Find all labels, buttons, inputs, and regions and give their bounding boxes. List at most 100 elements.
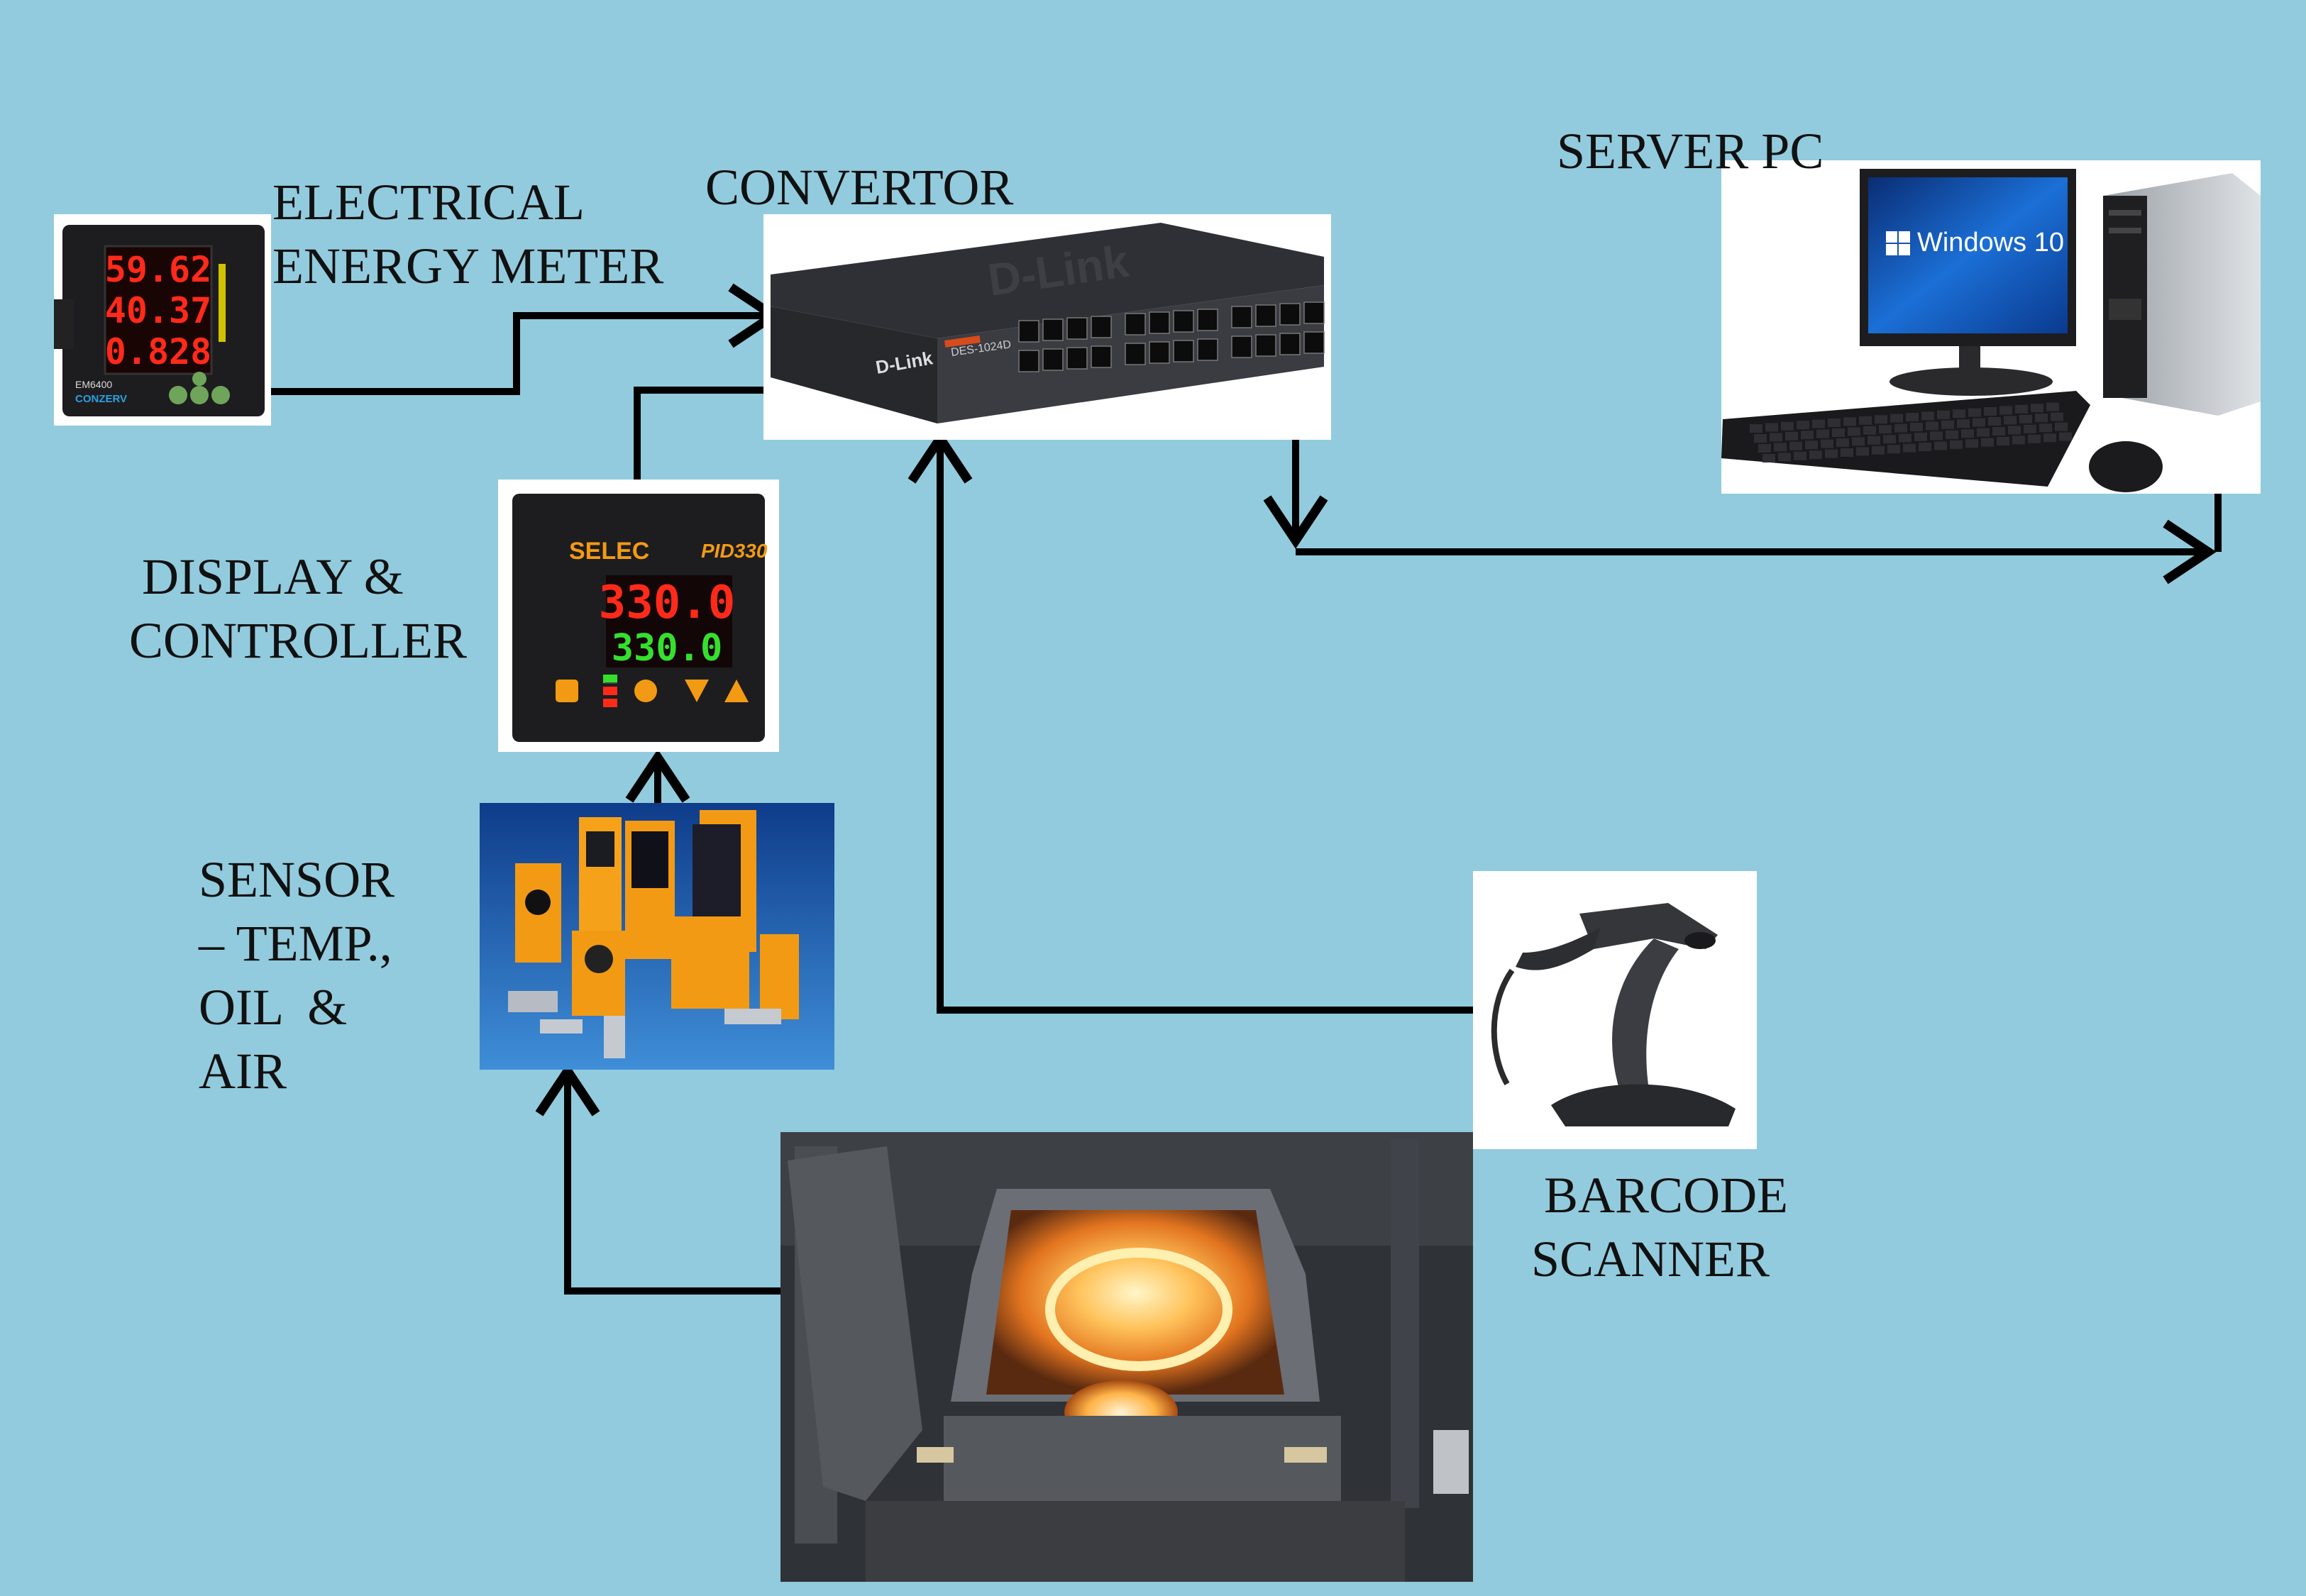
controller-model: PID330 <box>701 540 768 562</box>
label-barcode-scanner-line1: BARCODE <box>1544 1167 1789 1224</box>
switch-port <box>1125 343 1146 365</box>
switch-port <box>1018 350 1039 372</box>
label-barcode-scanner-line2: SCANNER <box>1531 1231 1770 1287</box>
label-sensor-line1: SENSOR <box>199 851 395 908</box>
keyboard-key <box>1836 438 1849 447</box>
label-display-controller-line2: CONTROLLER <box>129 612 467 669</box>
keyboard-key <box>1919 443 1931 451</box>
switch-port <box>1018 320 1039 343</box>
keyboard-key <box>1875 415 1887 424</box>
keyboard-key <box>1981 438 1994 447</box>
switch-port <box>1279 303 1301 326</box>
keyboard-key <box>1894 423 1907 433</box>
keyboard-key <box>1825 449 1838 458</box>
keyboard-key <box>2046 402 2059 411</box>
keyboard-key <box>1863 426 1876 435</box>
keyboard-key <box>1859 416 1872 425</box>
wire-controller-to-convertor <box>634 358 832 480</box>
keyboard-key <box>1899 433 1911 443</box>
keyboard-key <box>1805 440 1818 450</box>
controller-brand: SELEC <box>569 538 649 565</box>
label-server-pc: SERVER PC <box>1557 123 1824 179</box>
label-sensor-line2: – TEMP., <box>199 915 392 972</box>
keyboard-key <box>1843 417 1856 426</box>
keyboard-key <box>1941 420 1954 429</box>
switch-port <box>1125 313 1146 336</box>
switch-port <box>1197 309 1218 331</box>
meter-model: EM6400 <box>75 379 112 390</box>
keyboard-key <box>1770 433 1782 442</box>
keyboard-key <box>1872 445 1885 455</box>
keyboard-key <box>1953 409 1965 419</box>
keyboard-key <box>1781 421 1794 431</box>
keyboard-key <box>1856 447 1869 456</box>
switch-port <box>1279 333 1301 355</box>
keyboard-key <box>2015 404 2028 414</box>
keyboard-key <box>1890 414 1903 423</box>
switch-port <box>1066 347 1088 370</box>
switch-port <box>1231 336 1252 358</box>
keyboard-key <box>1957 419 1970 428</box>
keyboard-key <box>2039 423 2052 433</box>
keyboard-key <box>1921 411 1934 421</box>
keyboard-key <box>1914 433 1927 441</box>
switch-port <box>1042 348 1064 371</box>
energy-meter-image: 59.62 40.37 0.828 EM6400 CONZERV <box>54 214 271 426</box>
keyboard-key <box>2031 404 2043 413</box>
label-energy-meter-line1: ELECTRICAL <box>272 174 585 231</box>
meter-brand: CONZERV <box>75 393 127 405</box>
keyboard-key <box>1816 429 1829 438</box>
wire-meter-to-convertor <box>270 283 782 395</box>
keyboard-key <box>1910 423 1923 431</box>
keyboard-key <box>1883 435 1896 444</box>
keyboard-key <box>1992 427 2005 436</box>
keyboard-key <box>1926 421 1938 431</box>
keyboard-key <box>1794 451 1806 460</box>
keyboard-key <box>2024 424 2036 433</box>
switch-port <box>1173 310 1194 333</box>
keyboard-key <box>1950 440 1963 449</box>
keyboard-key <box>1789 441 1802 450</box>
keyboard-key <box>1961 429 1974 438</box>
keyboard-key <box>1828 419 1841 427</box>
meter-reading-1: 59.62 <box>105 249 212 290</box>
keyboard-key <box>1868 436 1880 445</box>
keyboard-key <box>2035 414 2048 423</box>
keyboard-key <box>1809 450 1822 460</box>
keyboard-key <box>1841 448 1853 457</box>
keyboard-key <box>1774 443 1787 452</box>
switch-port <box>1303 301 1325 324</box>
keyboard-key <box>2059 432 2072 441</box>
keyboard-key <box>1977 428 1990 437</box>
switch-port <box>1091 316 1112 338</box>
keyboard-key <box>1965 439 1978 448</box>
switch-port <box>1231 306 1252 328</box>
sensor-image <box>480 803 834 1070</box>
label-sensor-line3: OIL & <box>199 979 348 1036</box>
server-pc-image: Windows 10 <box>1721 160 2261 494</box>
controller-pv: 330.0 <box>599 577 736 629</box>
switch-port <box>1091 345 1112 368</box>
keyboard-key <box>1946 430 1958 439</box>
label-energy-meter: ELECTRICAL ENERGY METER <box>272 170 663 298</box>
keyboard-key <box>1930 431 1943 440</box>
wire-furnace-to-sensor <box>535 1063 780 1295</box>
server-screen-text: Windows 10 <box>1917 228 2064 257</box>
keyboard-key <box>1812 419 1825 428</box>
switch-port <box>1303 331 1325 354</box>
label-energy-meter-line2: ENERGY METER <box>272 238 664 294</box>
switch-port <box>1197 338 1218 361</box>
keyboard-key <box>2051 412 2063 421</box>
keyboard-key <box>1968 408 1981 417</box>
keyboard-key <box>1887 445 1900 454</box>
keyboard-key <box>1754 434 1767 443</box>
keyboard-key <box>2055 422 2068 431</box>
label-sensor-line4: AIR <box>199 1043 287 1099</box>
switch-port <box>1149 311 1170 334</box>
keyboard-key <box>1758 444 1771 453</box>
keyboard-key <box>1797 421 1809 430</box>
controller-image: SELEC PID330 330.0 330.0 <box>498 480 779 752</box>
keyboard-key <box>1999 406 2012 415</box>
keyboard-key <box>1903 443 1916 453</box>
